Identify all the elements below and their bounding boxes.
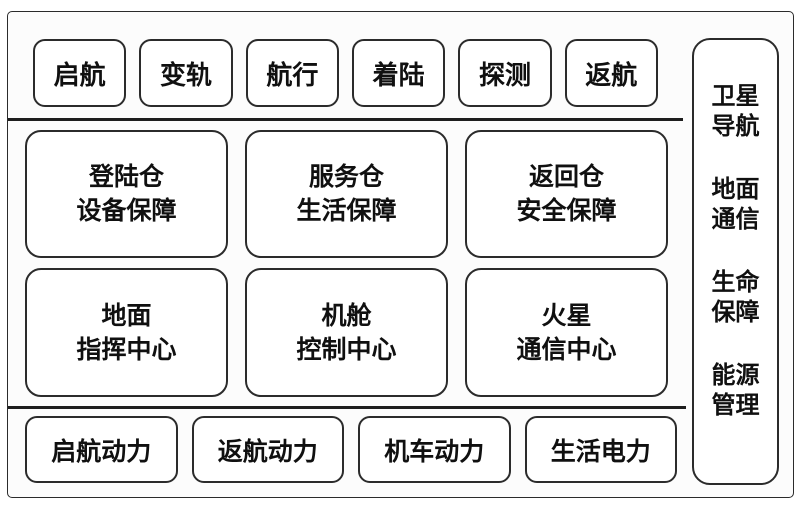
center-box-ground-command: 地面 指挥中心 <box>25 268 228 397</box>
stage-box-return: 返航 <box>564 39 658 107</box>
stage-label: 启航 <box>53 59 106 90</box>
module-box-service-capsule: 服务仓 生活保障 <box>245 130 448 258</box>
sidebar-label-line1: 能源 <box>711 362 760 389</box>
stage-label: 返航 <box>585 59 638 90</box>
center-label-line1: 地面 <box>101 301 152 330</box>
power-label: 启航动力 <box>51 437 152 466</box>
power-label: 机车动力 <box>384 437 485 466</box>
stage-box-landing: 着陆 <box>351 39 446 107</box>
module-label-line2: 生活保障 <box>296 197 397 225</box>
power-box-launch: 启航动力 <box>25 416 178 483</box>
sidebar-label-line1: 地面 <box>711 176 760 203</box>
sidebar-label-line2: 保障 <box>711 299 760 326</box>
module-support-row: 登陆仓 设备保障 服务仓 生活保障 返回仓 安全保障 <box>25 130 668 258</box>
stage-label: 变轨 <box>159 59 212 90</box>
control-centers-row: 地面 指挥中心 机舱 控制中心 火星 通信中心 <box>25 268 668 397</box>
module-label-line2: 安全保障 <box>516 197 617 225</box>
center-label-line2: 通信中心 <box>516 335 617 364</box>
power-box-rover: 机车动力 <box>358 416 511 483</box>
module-box-return-capsule: 返回仓 安全保障 <box>465 130 668 258</box>
stage-box-exploration: 探测 <box>458 39 552 107</box>
module-box-landing-capsule: 登陆仓 设备保障 <box>25 130 228 258</box>
mission-stages-row: 启航 变轨 航行 着陆 探测 返航 <box>33 39 658 107</box>
power-box-return: 返航动力 <box>191 416 344 483</box>
center-box-cabin-control: 机舱 控制中心 <box>245 268 448 397</box>
sidebar-label-line1: 卫星 <box>711 83 760 110</box>
sidebar-label-line2: 管理 <box>711 392 760 419</box>
power-label: 生活电力 <box>550 437 651 466</box>
section-divider-bottom <box>8 406 686 409</box>
sidebar-label-line2: 导航 <box>711 113 760 140</box>
power-box-living: 生活电力 <box>524 416 677 483</box>
module-label-line1: 服务仓 <box>308 163 384 191</box>
center-label-line1: 火星 <box>541 301 592 330</box>
stage-label: 航行 <box>266 59 319 90</box>
sidebar-label-line1: 生命 <box>711 269 760 296</box>
sidebar-label-line2: 通信 <box>711 206 760 233</box>
module-label-line1: 返回仓 <box>528 163 604 191</box>
sidebar-item-life-support: 生命 保障 <box>712 268 760 328</box>
stage-box-cruise: 航行 <box>245 39 339 107</box>
section-divider-top <box>8 118 683 121</box>
stage-box-orbit-change: 变轨 <box>139 39 233 107</box>
stage-box-launch: 启航 <box>33 39 127 107</box>
sidebar-item-energy-management: 能源 管理 <box>712 361 760 421</box>
module-label-line1: 登陆仓 <box>88 163 164 191</box>
stage-label: 探测 <box>478 59 531 90</box>
sidebar-item-satellite-navigation: 卫星 导航 <box>712 82 760 142</box>
power-label: 返航动力 <box>217 437 318 466</box>
stage-label: 着陆 <box>372 59 425 90</box>
center-label-line2: 控制中心 <box>296 335 397 364</box>
center-label-line1: 机舱 <box>321 301 372 330</box>
power-row: 启航动力 返航动力 机车动力 生活电力 <box>25 416 677 483</box>
module-label-line2: 设备保障 <box>76 197 177 225</box>
support-systems-sidebar: 卫星 导航 地面 通信 生命 保障 能源 管理 <box>692 38 779 485</box>
center-box-mars-communication: 火星 通信中心 <box>465 268 668 397</box>
sidebar-item-ground-communication: 地面 通信 <box>712 175 760 235</box>
center-label-line2: 指挥中心 <box>76 335 177 364</box>
